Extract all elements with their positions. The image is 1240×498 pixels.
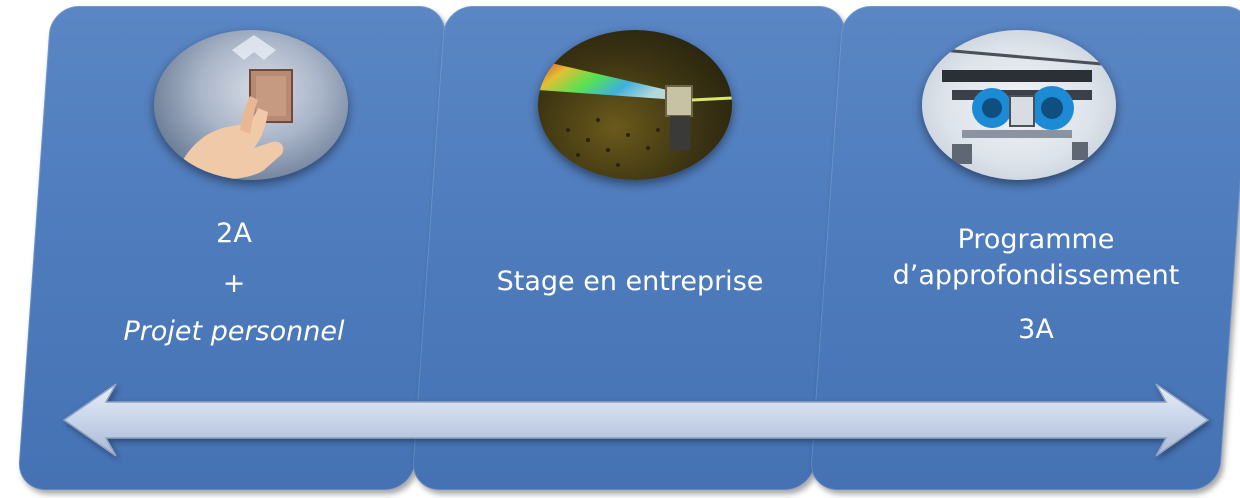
industrial-machine-photo [922,30,1116,180]
label-projet-personnel: Projet personnel [123,316,345,347]
label-programme: Programme [957,224,1115,255]
label-approfondissement: d’approfondissement [892,260,1180,291]
label-plus: + [222,268,246,299]
label-2a: 2A [216,218,252,249]
chip-in-hand-photo [154,30,348,180]
label-stage-entreprise: Stage en entreprise [496,266,764,297]
laser-prism-photo [538,30,732,180]
label-3a: 3A [1018,314,1054,345]
